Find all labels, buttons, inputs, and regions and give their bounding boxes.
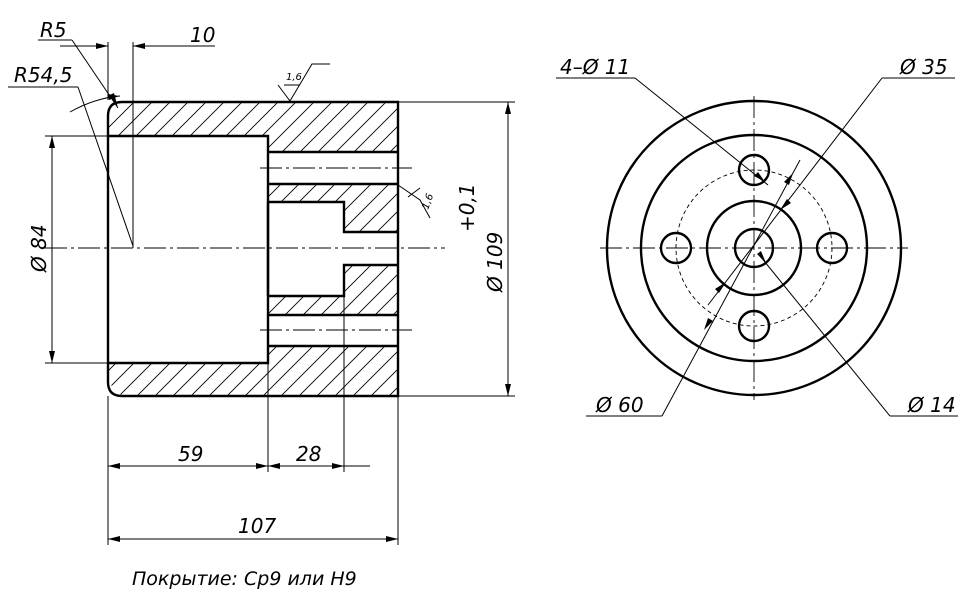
hatch-line bbox=[268, 265, 302, 315]
dim-d84: Ø 84 bbox=[27, 224, 51, 273]
outer-contour bbox=[106, 100, 400, 398]
hatch-line bbox=[386, 102, 398, 152]
hatch-line bbox=[368, 102, 398, 152]
hatch-line bbox=[278, 346, 335, 396]
hatch-line bbox=[213, 182, 265, 234]
hatch-line bbox=[423, 343, 478, 398]
hatch-line bbox=[441, 343, 496, 398]
hatch-line bbox=[356, 184, 398, 232]
hatch-line bbox=[374, 184, 398, 232]
dim-59: 59 bbox=[178, 442, 203, 466]
dim-holes: 4–Ø 11 bbox=[560, 55, 630, 79]
hatch-line bbox=[427, 263, 481, 317]
hatch-line bbox=[211, 263, 265, 317]
hatch-line bbox=[206, 102, 263, 152]
dim-10: 10 bbox=[190, 23, 215, 47]
dim-r54-5: R54,5 bbox=[14, 63, 72, 87]
front-view bbox=[600, 96, 908, 400]
hatch-line bbox=[268, 265, 320, 315]
hatch-line bbox=[268, 265, 284, 315]
hatch-line bbox=[260, 102, 317, 152]
hatch-line bbox=[116, 102, 173, 152]
hatch-line bbox=[152, 346, 209, 396]
hatch-line bbox=[386, 346, 398, 396]
roughness-bore: 1,6 bbox=[420, 192, 436, 211]
hatch-line bbox=[242, 346, 299, 396]
roughness-top: 1,6 bbox=[286, 72, 302, 83]
hatch-line bbox=[441, 100, 496, 155]
hatch-line bbox=[314, 346, 371, 396]
dim-d109: Ø 109 bbox=[483, 232, 507, 293]
hatch-line bbox=[354, 265, 398, 315]
hatch-line bbox=[300, 265, 356, 315]
coating-note: Покрытие: Ср9 или Н9 bbox=[132, 568, 357, 590]
hatch-line bbox=[405, 343, 460, 398]
hatch-line bbox=[296, 102, 353, 152]
main-bore bbox=[108, 134, 270, 365]
hatch-line bbox=[152, 102, 209, 152]
hatch-inner-lower bbox=[211, 263, 481, 317]
hatch-line bbox=[170, 102, 227, 152]
dimensions-left: R5 10 R54,5 1,6 1,6 +0,1 Ø 84 bbox=[8, 18, 515, 545]
dimensions-right: 4–Ø 11 Ø 35 Ø 60 Ø 14 bbox=[556, 55, 958, 417]
tolerance: +0,1 bbox=[455, 183, 479, 232]
hatch-line bbox=[405, 100, 460, 155]
dim-r5: R5 bbox=[40, 18, 67, 42]
hatch-line bbox=[224, 346, 281, 396]
hatch-line bbox=[372, 265, 398, 315]
hatch-line bbox=[332, 102, 389, 152]
dim-107: 107 bbox=[238, 514, 276, 538]
dim-d14: Ø 14 bbox=[907, 393, 956, 417]
hatch-line bbox=[188, 102, 245, 152]
hatch-line bbox=[282, 265, 338, 315]
hatch-line bbox=[278, 102, 335, 152]
hatch-line bbox=[332, 346, 389, 396]
dim-d35: Ø 35 bbox=[899, 55, 948, 79]
hatch-line bbox=[188, 346, 245, 396]
hatch-line bbox=[368, 346, 398, 396]
hatch-line bbox=[314, 102, 371, 152]
dim-28: 28 bbox=[296, 442, 321, 466]
hatch-line bbox=[338, 184, 392, 232]
hatch-line bbox=[318, 265, 374, 315]
hatch-line bbox=[409, 263, 463, 317]
hatch-line bbox=[224, 102, 281, 152]
hatch-line bbox=[336, 265, 392, 315]
hatch-upper bbox=[108, 100, 496, 155]
central-boss bbox=[268, 200, 398, 298]
hatch-line bbox=[260, 346, 317, 396]
hatch-line bbox=[392, 184, 398, 232]
hatch-line bbox=[134, 102, 191, 152]
hatch-line bbox=[116, 346, 173, 396]
hatch-line bbox=[206, 346, 263, 396]
hatch-line bbox=[134, 346, 191, 396]
hatch-line bbox=[170, 346, 227, 396]
hatch-line bbox=[296, 346, 353, 396]
dim-d60: Ø 60 bbox=[595, 393, 644, 417]
hatch-line bbox=[242, 102, 299, 152]
hatch-line bbox=[268, 184, 284, 232]
hatch-lower bbox=[108, 343, 496, 398]
hatch-line bbox=[423, 100, 478, 155]
